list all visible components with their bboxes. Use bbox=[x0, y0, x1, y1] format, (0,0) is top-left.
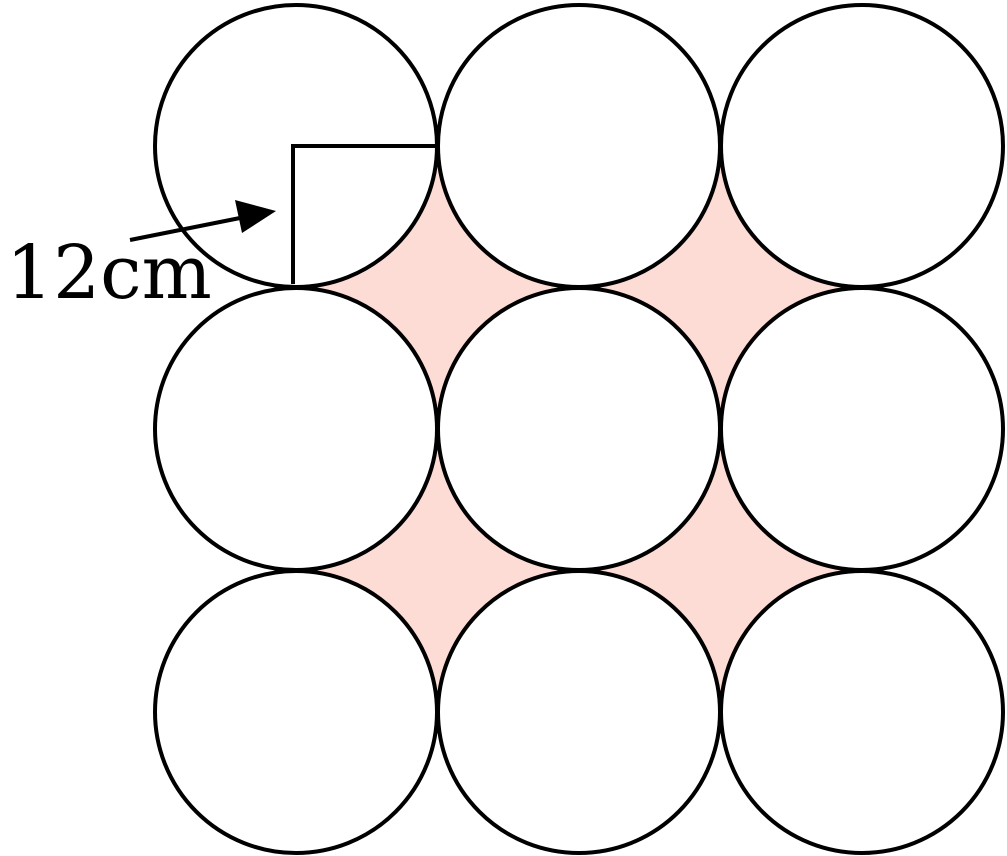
circle bbox=[719, 286, 1005, 572]
circle bbox=[719, 569, 1005, 855]
label-arrow-shaft bbox=[129, 214, 251, 242]
circle bbox=[436, 286, 722, 572]
circle bbox=[719, 3, 1005, 289]
radius-marker bbox=[291, 144, 436, 284]
circle bbox=[153, 569, 439, 855]
measurement-label: 12cm bbox=[6, 230, 212, 316]
label-arrow-head bbox=[235, 200, 276, 233]
circle bbox=[436, 3, 722, 289]
circle bbox=[153, 286, 439, 572]
circle-grid bbox=[153, 3, 1005, 855]
circle bbox=[436, 569, 722, 855]
